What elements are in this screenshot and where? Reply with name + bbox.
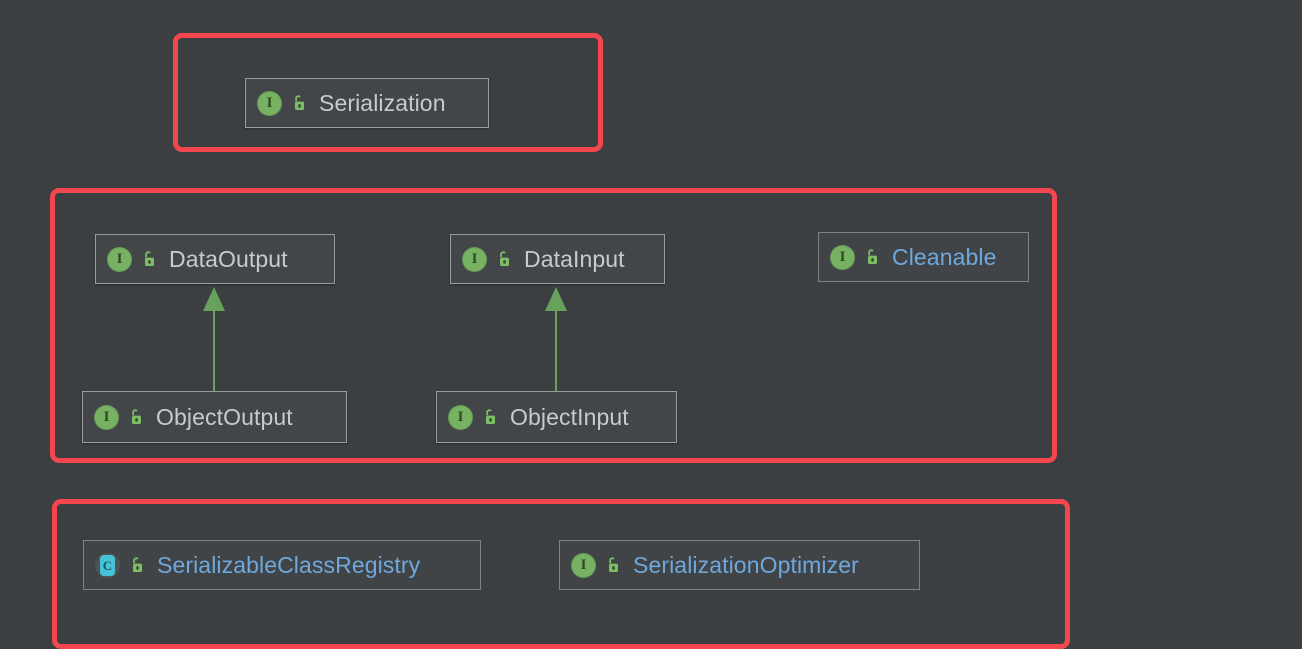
interface-icon bbox=[94, 404, 119, 430]
uml-node-cleanable[interactable]: Cleanable bbox=[818, 232, 1029, 282]
connector-objectoutput-extends-dataoutput[interactable] bbox=[203, 287, 225, 391]
uml-node-label: Serialization bbox=[319, 89, 446, 116]
uml-node-label: DataInput bbox=[524, 245, 625, 272]
uml-node-datainput[interactable]: DataInput bbox=[450, 234, 665, 284]
unlocked-padlock-icon bbox=[605, 556, 621, 575]
unlocked-padlock-icon bbox=[291, 94, 307, 113]
uml-node-dataoutput[interactable]: DataOutput bbox=[95, 234, 335, 284]
uml-node-objectinput[interactable]: ObjectInput bbox=[436, 391, 677, 443]
class-badge bbox=[100, 554, 115, 576]
interface-icon bbox=[257, 90, 282, 116]
uml-node-label: ObjectOutput bbox=[156, 403, 293, 430]
unlocked-padlock-icon bbox=[128, 408, 144, 427]
class-icon bbox=[95, 552, 120, 578]
uml-node-label: SerializableClassRegistry bbox=[157, 551, 421, 578]
interface-icon bbox=[571, 552, 596, 578]
uml-node-label: DataOutput bbox=[169, 245, 288, 272]
uml-node-label: ObjectInput bbox=[510, 403, 629, 430]
uml-node-label: Cleanable bbox=[892, 243, 997, 270]
interface-icon bbox=[448, 404, 473, 430]
unlocked-padlock-icon bbox=[482, 408, 498, 427]
uml-node-label: SerializationOptimizer bbox=[633, 551, 859, 578]
unlocked-padlock-icon bbox=[496, 250, 512, 269]
interface-icon bbox=[462, 246, 487, 272]
unlocked-padlock-icon bbox=[141, 250, 157, 269]
uml-node-serializationoptimizer[interactable]: SerializationOptimizer bbox=[559, 540, 920, 590]
connector-objectinput-extends-datainput[interactable] bbox=[545, 287, 567, 391]
unlocked-padlock-icon bbox=[864, 248, 880, 267]
uml-node-objectoutput[interactable]: ObjectOutput bbox=[82, 391, 347, 443]
interface-icon bbox=[830, 244, 855, 270]
interface-icon bbox=[107, 246, 132, 272]
unlocked-padlock-icon bbox=[129, 556, 145, 575]
uml-node-serialization[interactable]: Serialization bbox=[245, 78, 489, 128]
uml-node-serializableclassregistry[interactable]: SerializableClassRegistry bbox=[83, 540, 481, 590]
